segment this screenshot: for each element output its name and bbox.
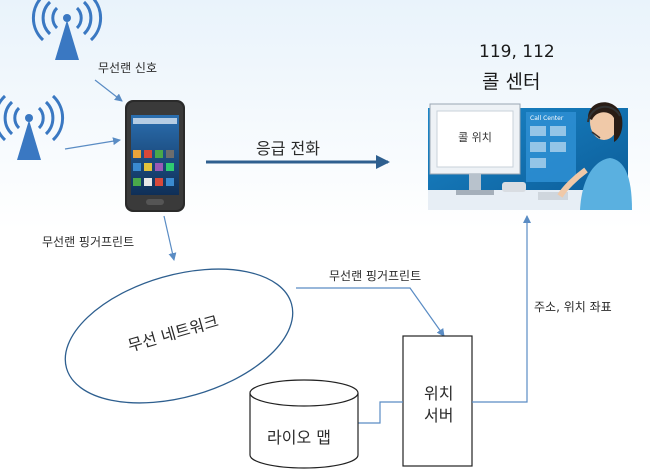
call-center-title: 콜 센터 bbox=[482, 71, 541, 93]
smartphone-icon bbox=[125, 100, 185, 212]
wifi-antenna-icon bbox=[31, 0, 103, 60]
wireless-network-ellipse bbox=[64, 268, 294, 404]
location-server-box bbox=[402, 335, 473, 467]
signal-arrow-top bbox=[94, 79, 123, 102]
fingerprint-arrow-phone bbox=[163, 215, 177, 261]
coords-arrow-callcenter bbox=[472, 215, 531, 403]
signal-arrow-left bbox=[64, 137, 121, 150]
location-server-label-2: 서버 bbox=[424, 406, 454, 425]
call-center-number: 119, 112 bbox=[479, 42, 555, 62]
address-coords-label: 주소, 위치 좌표 bbox=[534, 300, 612, 314]
wifi-signal-label: 무선랜 신호 bbox=[98, 61, 158, 75]
call-center-operator-icon: 콜 위치 Call Center bbox=[428, 102, 632, 210]
fingerprint-label-phone: 무선랜 핑거프린트 bbox=[42, 235, 135, 249]
server-radiomap-connector bbox=[358, 401, 403, 424]
emergency-call-label: 응급 전화 bbox=[256, 139, 320, 158]
fingerprint-label-network: 무선랜 핑거프린트 bbox=[329, 269, 422, 283]
wifi-antenna-icon bbox=[0, 94, 65, 160]
monitor-text: 콜 위치 bbox=[458, 131, 492, 144]
fingerprint-arrow-network bbox=[296, 287, 445, 337]
location-server-label-1: 위치 bbox=[424, 384, 454, 403]
radio-map-label: 라이오 맵 bbox=[267, 428, 331, 447]
radio-map-database bbox=[249, 379, 359, 469]
call-center-badge: Call Center bbox=[530, 115, 564, 122]
